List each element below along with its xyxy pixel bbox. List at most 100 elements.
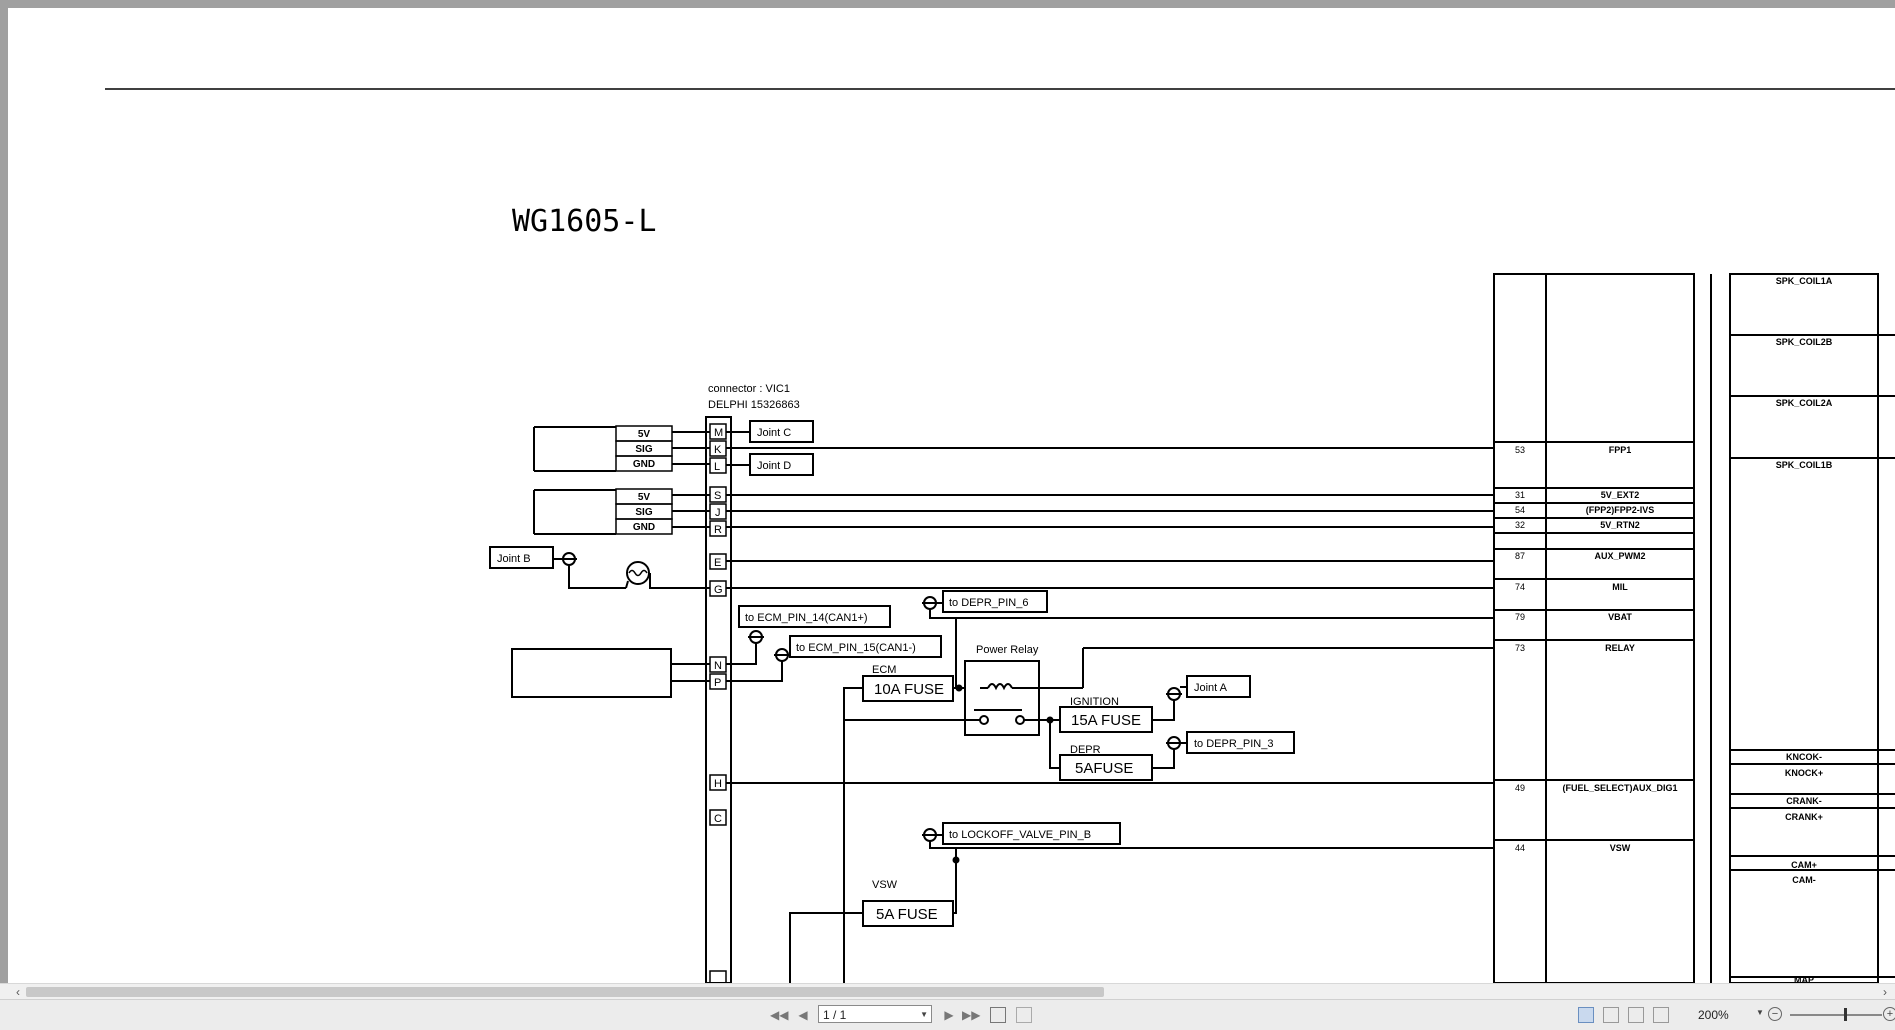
connector-body	[705, 416, 732, 983]
svg-text:DEPR: DEPR	[1070, 744, 1101, 756]
joint-c: Joint C	[726, 420, 814, 443]
svg-text:Joint C: Joint C	[757, 427, 791, 439]
signal-label: SPK_COIL1B	[1776, 460, 1833, 470]
ecm-fuse: ECM 10A FUSE	[843, 664, 965, 983]
ecm-pin-name: MIL	[1612, 582, 1628, 592]
document-canvas[interactable]: WG1605-L connector : VIC1 DELPHI 1532686…	[8, 8, 1895, 983]
can-device-box	[511, 648, 672, 698]
signal-label: SPK_COIL1A	[1776, 276, 1833, 286]
svg-text:to DEPR_PIN_3: to DEPR_PIN_3	[1194, 738, 1273, 750]
sensor1-sig-label: SIG	[635, 444, 652, 455]
ecm-pin-num: 74	[1515, 582, 1525, 592]
svg-text:5A FUSE: 5A FUSE	[876, 906, 938, 923]
zoom-in-icon[interactable]: +	[1883, 1007, 1895, 1021]
diagram-title: WG1605-L	[512, 204, 657, 239]
svg-text:Joint A: Joint A	[1194, 682, 1228, 694]
scrollbar-thumb[interactable]	[26, 987, 1104, 997]
first-page-icon[interactable]: ◀◀	[770, 1008, 789, 1022]
signal-label: KNOCK+	[1785, 768, 1823, 778]
wiring-diagram: WG1605-L connector : VIC1 DELPHI 1532686…	[105, 88, 1895, 983]
power-relay-label: Power Relay	[976, 644, 1039, 656]
svg-text:Joint D: Joint D	[757, 460, 791, 472]
ecm-pin-name: AUX_PWM2	[1594, 551, 1645, 561]
sensor2-5v-label: 5V	[638, 492, 651, 503]
ecm-pin-num: 31	[1515, 490, 1525, 500]
signal-label: KNCOK-	[1786, 752, 1822, 762]
svg-text:N: N	[714, 660, 722, 672]
svg-text:H: H	[714, 778, 722, 790]
svg-text:J: J	[715, 507, 721, 519]
svg-text:G: G	[714, 584, 723, 596]
sensor1-gnd-label: GND	[633, 459, 655, 470]
sensor-2: 5V SIG GND	[533, 488, 710, 535]
scroll-left-icon[interactable]: ‹	[16, 985, 20, 999]
zoom-dropdown-icon[interactable]: ▼	[1756, 1008, 1764, 1017]
joint-d: Joint D	[726, 453, 814, 476]
sensor-1: 5V SIG GND	[533, 425, 710, 472]
vsw-fuse: VSW 5A FUSE	[789, 848, 960, 983]
svg-text:R: R	[714, 524, 722, 536]
page-indicator: 1 / 1	[823, 1008, 847, 1022]
connector-pin-k: K	[709, 440, 727, 457]
lockoff-valve-target: to LOCKOFF_VALVE_PIN_B	[922, 822, 1121, 849]
previous-page-icon[interactable]: ◀	[798, 1008, 808, 1022]
ignition-fuse: IGNITION 15A FUSE	[1024, 696, 1175, 733]
svg-text:5AFUSE: 5AFUSE	[1075, 760, 1133, 777]
paste-page-icon[interactable]	[1016, 1007, 1032, 1023]
last-page-icon[interactable]: ▶▶	[962, 1008, 981, 1022]
joint-a: Joint A	[1166, 675, 1251, 701]
ecm-pin-num: 54	[1515, 505, 1525, 515]
depr-pin-3-target: to DEPR_PIN_3	[1166, 731, 1295, 754]
depr-fuse: DEPR 5AFUSE	[1049, 720, 1175, 781]
ecm-pin-num: 32	[1515, 520, 1525, 530]
connector-pin-p: P	[709, 673, 727, 690]
next-page-icon[interactable]: ▶	[944, 1008, 954, 1022]
ecm-pin-name: 5V_RTN2	[1600, 520, 1640, 530]
connector-pin-j: J	[709, 503, 727, 520]
svg-text:to LOCKOFF_VALVE_PIN_B: to LOCKOFF_VALVE_PIN_B	[949, 829, 1091, 841]
copy-page-icon[interactable]	[990, 1007, 1006, 1023]
svg-text:S: S	[714, 490, 721, 502]
sensor2-gnd-label: GND	[633, 522, 655, 533]
connector-pin-g: G	[709, 580, 727, 597]
ecm-pin-num: 79	[1515, 612, 1525, 622]
zoom-level[interactable]: 200%	[1698, 1008, 1729, 1022]
mil-lamp-icon	[625, 561, 710, 589]
single-page-view-icon[interactable]	[1578, 1007, 1594, 1023]
connector-pin-h: H	[709, 774, 727, 791]
ecm-pin-num: 53	[1515, 445, 1525, 455]
ecm-pin-name: FPP1	[1609, 445, 1632, 455]
signal-label: CAM+	[1791, 860, 1817, 870]
svg-text:P: P	[714, 677, 721, 689]
depr-pin-6-target: to DEPR_PIN_6	[922, 590, 1048, 630]
page-number-field[interactable]: 1 / 1 ▼	[818, 1005, 932, 1023]
horizontal-scrollbar[interactable]: ‹ ›	[0, 983, 1895, 1000]
svg-text:E: E	[714, 557, 721, 569]
connector-pin-n: N	[709, 656, 727, 673]
zoom-slider-thumb[interactable]	[1844, 1008, 1847, 1021]
zoom-slider[interactable]	[1790, 1014, 1882, 1016]
two-page-continuous-view-icon[interactable]	[1653, 1007, 1669, 1023]
connector-part-label: DELPHI 15326863	[708, 399, 800, 411]
page-dropdown-icon[interactable]: ▼	[920, 1010, 928, 1019]
ecm-pin-num: 44	[1515, 843, 1525, 853]
svg-text:to ECM_PIN_14(CAN1+): to ECM_PIN_14(CAN1+)	[745, 612, 868, 624]
ecm-pin-name: (FUEL_SELECT)AUX_DIG1	[1562, 783, 1677, 793]
ecm-pin-name: RELAY	[1605, 643, 1635, 653]
two-page-view-icon[interactable]	[1628, 1007, 1644, 1023]
signal-label: SPK_COIL2A	[1776, 398, 1833, 408]
ecm-pin-15-target: to ECM_PIN_15(CAN1-)	[726, 635, 942, 682]
svg-text:M: M	[714, 427, 723, 439]
zoom-out-icon[interactable]: −	[1768, 1007, 1782, 1021]
ecm-pin-name: (FPP2)FPP2-IVS	[1586, 505, 1655, 515]
scroll-right-icon[interactable]: ›	[1883, 985, 1887, 999]
connector-name-label: connector : VIC1	[708, 383, 790, 395]
svg-text:C: C	[714, 813, 722, 825]
svg-text:L: L	[714, 461, 720, 473]
connector-pin-c: C	[709, 809, 727, 826]
joint-b: Joint B	[489, 546, 626, 589]
ecm-pin-name: VSW	[1610, 843, 1631, 853]
ecm-pin-num: 73	[1515, 643, 1525, 653]
continuous-view-icon[interactable]	[1603, 1007, 1619, 1023]
